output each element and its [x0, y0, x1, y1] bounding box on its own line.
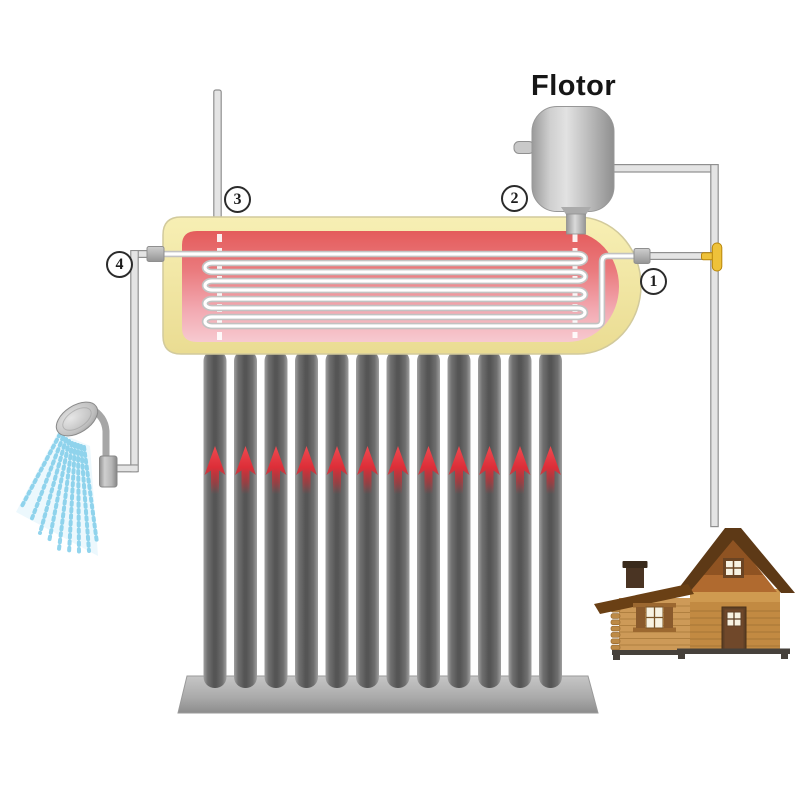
flotor-body [531, 106, 615, 212]
pipe-4-vertical [130, 250, 139, 473]
gable-window [723, 558, 744, 578]
storage-tank [146, 216, 651, 355]
shutoff-valve-icon [701, 242, 723, 272]
pipe-network [114, 89, 719, 528]
chimney [626, 564, 644, 588]
shower-assembly [16, 401, 118, 556]
shower-valve-box [99, 455, 118, 488]
house-left-roof [594, 584, 694, 614]
marker-2: 2 [501, 185, 528, 212]
tank-outlet-fitting [146, 246, 165, 262]
house-foundation [612, 648, 790, 660]
marker-1: 1 [640, 268, 667, 295]
shuttered-window [633, 603, 676, 632]
flotor-stub-pipe [513, 141, 535, 154]
marker-4: 4 [106, 251, 133, 278]
tank-inlet-fitting [633, 248, 651, 264]
shower-head-icon [55, 401, 99, 437]
flotor-label: Flotor [531, 70, 617, 102]
pipe-flotor-horizontal [609, 164, 718, 173]
pipe-right-vertical [710, 164, 719, 528]
evacuated-tubes [203, 350, 562, 688]
water-spray-icon [20, 432, 99, 556]
house-door [721, 606, 747, 652]
heat-exchanger-coil [154, 250, 644, 330]
house [594, 528, 795, 660]
pipe-3-riser [213, 89, 222, 219]
marker-3: 3 [224, 186, 251, 213]
flotor-float-tank [513, 106, 615, 235]
heat-arrows [204, 446, 561, 494]
flotor-down-pipe [566, 213, 586, 235]
